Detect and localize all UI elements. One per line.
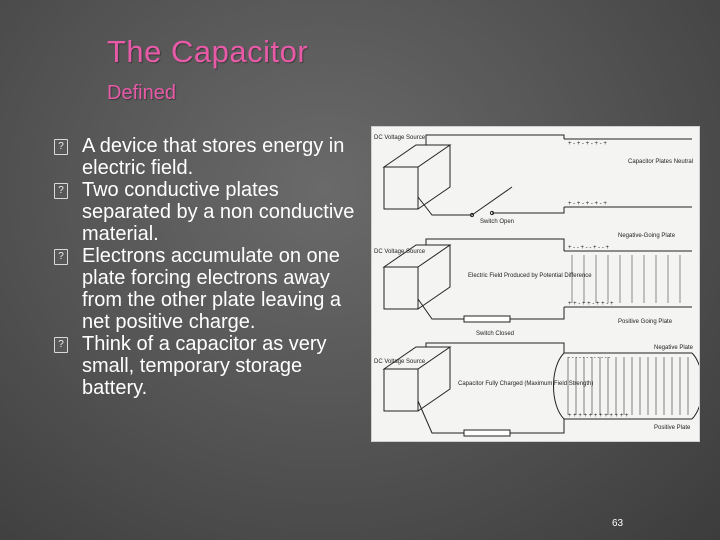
- slide-title: The Capacitor: [107, 34, 309, 69]
- panel2-negative-label: Negative-Going Plate: [618, 233, 676, 239]
- panel2-source-label: DC Voltage Source: [374, 249, 426, 255]
- panel3-negative-label: Negative Plate: [654, 345, 694, 351]
- box-bullet-icon: ?: [54, 139, 68, 155]
- capacitor-diagram-svg: DC Voltage Source Switch Open Capacitor …: [374, 134, 699, 437]
- bullet-text: Think of a capacitor as very small, temp…: [82, 333, 327, 399]
- panel-fully-charged: [382, 342, 699, 437]
- bullet-item: ? Two conductive plates separated by a n…: [54, 179, 357, 245]
- bullet-item: ? Electrons accumulate on one plate forc…: [54, 245, 357, 333]
- bullet-item: ? A device that stores energy in electri…: [54, 135, 357, 179]
- panel1-plate-label: Capacitor Plates Neutral: [628, 159, 693, 165]
- page-number: 63: [612, 518, 624, 529]
- bullet-item: ? Think of a capacitor as very small, te…: [54, 333, 357, 399]
- panel1-switch-label: Switch Open: [480, 219, 514, 225]
- slide-subtitle: Defined: [107, 82, 176, 104]
- bullet-list: ? A device that stores energy in electri…: [54, 135, 357, 399]
- box-bullet-icon: ?: [54, 337, 68, 353]
- panel-switch-closed: [382, 238, 692, 323]
- panel1-source-label: DC Voltage Source: [374, 135, 426, 141]
- panel2-plate-bottom: + + - + + - + + - +: [568, 301, 614, 307]
- box-bullet-icon: ?: [54, 183, 68, 199]
- capacitor-diagram: DC Voltage Source Switch Open Capacitor …: [371, 126, 700, 442]
- field-lines-partial: [571, 255, 681, 303]
- box-bullet-icon: ?: [54, 249, 68, 265]
- field-lines-full: [567, 357, 689, 415]
- panel3-charged-label: Capacitor Fully Charged (Maximum Field S…: [458, 381, 593, 387]
- bullet-text: A device that stores energy in electric …: [82, 135, 345, 179]
- panel1-plate-top: + - + - + - + - +: [568, 141, 607, 147]
- panel1-plate-bottom: + - + - + - + - +: [568, 201, 607, 207]
- panel3-positive-label: Positive Plate: [654, 425, 691, 431]
- panel2-field-label: Electric Field Produced by Potential Dif…: [468, 273, 592, 279]
- panel2-positive-label: Positive Going Plate: [618, 319, 673, 325]
- panel3-plate-bottom: + + + + + + + + + + + +: [568, 413, 629, 419]
- panel3-source-label: DC Voltage Source: [374, 359, 426, 365]
- panel2-plate-top: + - - + - - + - - +: [568, 245, 610, 251]
- bullet-text: Two conductive plates separated by a non…: [82, 179, 355, 245]
- panel2-switch-label: Switch Closed: [476, 331, 514, 337]
- bullet-text: Electrons accumulate on one plate forcin…: [82, 245, 342, 333]
- panel3-plate-top: - - - - - - - - - - - -: [568, 355, 610, 361]
- panel-switch-open: [382, 134, 692, 218]
